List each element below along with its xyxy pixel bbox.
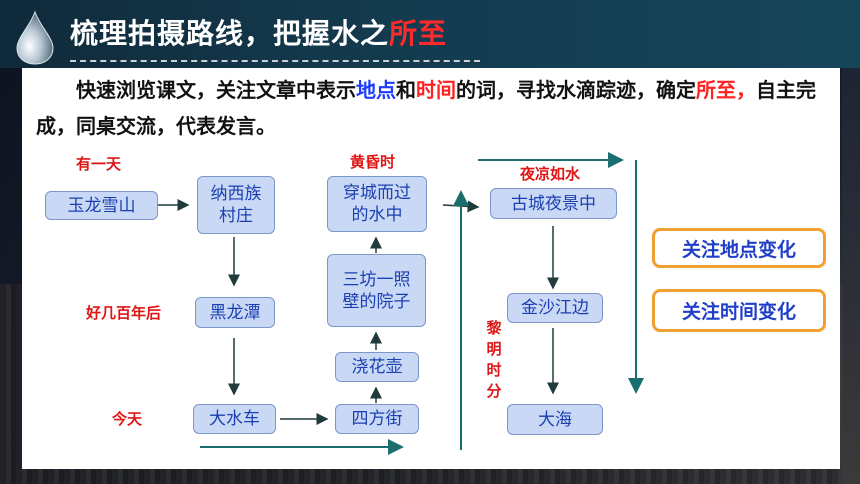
intro-text-and: 和 — [396, 78, 416, 102]
label-today: 今天 — [112, 410, 143, 428]
box-sea: 大海 — [507, 404, 603, 435]
intro-text-3: 自主完成，同桌交流，代表发言。 — [36, 78, 816, 138]
title-underline — [70, 60, 480, 62]
box-water-wheel: 大水车 — [193, 404, 276, 434]
box-jinsha-river: 金沙江边 — [507, 293, 603, 323]
water-drop-icon — [16, 10, 54, 65]
intro-text-2: 的词，寻找水滴踪迹，确定 — [456, 78, 696, 102]
title-highlight: 所至 — [389, 17, 448, 50]
focus-place-change: 关注地点变化 — [652, 228, 826, 268]
box-yulong-snow-mountain: 玉龙雪山 — [45, 191, 158, 220]
label-dawn: 黎明时分 — [486, 319, 502, 400]
title-bar: 梳理拍摄路线，把握水之所至 — [0, 0, 860, 68]
title-text: 梳理拍摄路线，把握水之 — [70, 17, 390, 50]
box-watering-can: 浇花壶 — [335, 352, 419, 382]
intro-paragraph: 快速浏览课文，关注文章中表示地点和时间的词，寻找水滴踪迹，确定所至，自主完成，同… — [36, 72, 836, 144]
label-night: 夜凉如水 — [520, 165, 581, 183]
box-sifang-street: 四方街 — [335, 404, 419, 434]
intro-keyword-place: 地点 — [356, 78, 396, 102]
intro-keyword-suozhi: 所至， — [696, 78, 756, 102]
content-panel — [22, 68, 840, 469]
label-day: 有一天 — [76, 155, 122, 173]
box-courtyard: 三坊一照 壁的院子 — [327, 254, 426, 327]
intro-text-1: 快速浏览课文，关注文章中表示 — [76, 78, 356, 102]
intro-keyword-time: 时间 — [416, 78, 456, 102]
focus-time-change: 关注时间变化 — [652, 289, 826, 332]
box-through-city-water: 穿城而过 的水中 — [327, 176, 427, 232]
box-naxi-village: 纳西族 村庄 — [197, 176, 275, 234]
label-centuries: 好几百年后 — [86, 304, 162, 322]
box-old-town-night: 古城夜景中 — [490, 188, 617, 219]
box-heilong-pool: 黑龙潭 — [195, 297, 275, 328]
right-edge-backdrop — [842, 68, 860, 484]
label-dusk: 黄昏时 — [350, 153, 396, 171]
page-title: 梳理拍摄路线，把握水之所至 — [70, 12, 447, 52]
